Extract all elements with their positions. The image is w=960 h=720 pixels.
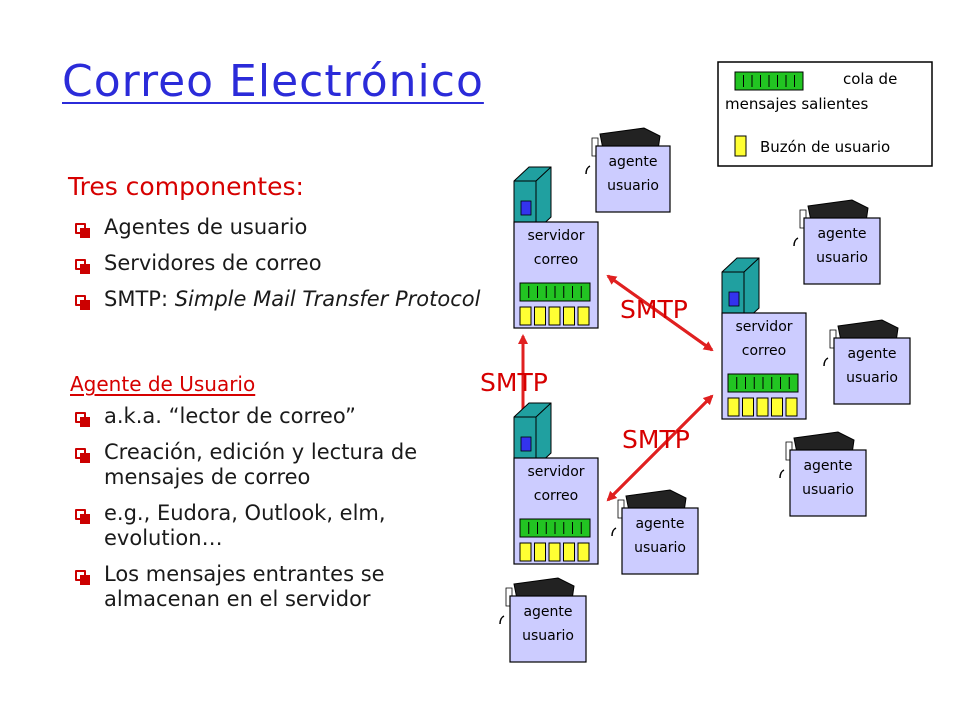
list-item: Servidores de correo — [71, 251, 481, 276]
mailbox-icon — [519, 306, 532, 326]
agent-label-2: usuario — [802, 482, 854, 498]
mailbox-icon — [771, 397, 783, 417]
list-item: e.g., Eudora, Outlook, elm, evolution… — [71, 501, 471, 551]
bullet-icon — [75, 448, 90, 463]
bullet-icon — [75, 412, 90, 427]
mailbox-icon — [734, 135, 747, 157]
list-item-text: Servidores de correo — [104, 251, 322, 275]
agent-label-2: usuario — [522, 628, 574, 644]
list-item-italic: Simple Mail Transfer Protocol — [174, 287, 481, 311]
mailbox-icon — [519, 542, 532, 562]
user-agent-right-2: agente usuario — [823, 319, 911, 405]
mail-server-right: servidor correo — [721, 257, 807, 420]
user-agent-right-3: agente usuario — [779, 431, 867, 517]
list-item: Los mensajes entrantes se almacenan en e… — [71, 562, 471, 612]
list-item-text: e.g., Eudora, Outlook, elm, evolution… — [104, 501, 386, 550]
mailbox-icon — [727, 397, 740, 417]
mail-server-bottom: servidor correo — [513, 402, 599, 565]
bullet-icon — [75, 295, 90, 310]
agent-label-2: usuario — [816, 250, 868, 266]
mailbox-icon — [785, 397, 798, 417]
smtp-arrow — [606, 394, 714, 502]
list-item-text: Los mensajes entrantes se almacenan en e… — [104, 562, 385, 611]
mailbox-icon — [534, 306, 546, 326]
list-item-text: Creación, edición y lectura de mensajes … — [104, 440, 418, 489]
page-title: Correo Electrónico — [62, 56, 484, 107]
bullet-icon — [75, 509, 90, 524]
mailbox-icon — [577, 542, 590, 562]
list-item: Agentes de usuario — [71, 215, 481, 240]
components-heading: Tres componentes: — [68, 172, 304, 201]
server-label-2: correo — [742, 343, 786, 359]
user-agent-top: agente usuario — [585, 127, 671, 213]
mailbox-icon — [577, 306, 590, 326]
agent-label-2: usuario — [846, 370, 898, 386]
agent-label-1: agente — [803, 458, 852, 474]
list-item-text: Agentes de usuario — [104, 215, 308, 239]
list-item: a.k.a. “lector de correo” — [71, 404, 471, 429]
legend-queue-label-1: cola de — [843, 70, 897, 88]
server-label-2: correo — [534, 252, 578, 268]
user-agent-right-1: agente usuario — [793, 199, 881, 285]
agent-points-list: a.k.a. “lector de correo” Creación, edic… — [71, 404, 471, 623]
smtp-label-left: SMTP — [480, 368, 548, 397]
smtp-arrow — [606, 274, 713, 352]
agent-label-1: agente — [817, 226, 866, 242]
legend: cola de mensajes salientes Buzón de usua… — [717, 61, 933, 167]
smtp-label-bottom: SMTP — [622, 425, 690, 454]
server-label-1: servidor — [527, 464, 584, 480]
legend-mailbox-label: Buzón de usuario — [760, 138, 890, 156]
mailbox-icon — [563, 306, 575, 326]
mail-server-top: servidor correo — [513, 166, 599, 329]
agent-label-2: usuario — [607, 178, 659, 194]
list-item-prefix: SMTP: — [104, 287, 175, 311]
list-item-text: a.k.a. “lector de correo” — [104, 404, 356, 428]
agent-label-1: agente — [635, 516, 684, 532]
bullet-icon — [75, 259, 90, 274]
list-item: Creación, edición y lectura de mensajes … — [71, 440, 471, 490]
outgoing-queue-icon — [734, 71, 804, 91]
server-label-1: servidor — [527, 228, 584, 244]
mailbox-icon — [534, 542, 546, 562]
mailbox-icon — [548, 542, 561, 562]
agent-label-2: usuario — [634, 540, 686, 556]
mailbox-icon — [548, 306, 561, 326]
server-label-2: correo — [534, 488, 578, 504]
mailbox-icon — [756, 397, 769, 417]
mailbox-icon — [563, 542, 575, 562]
list-item: SMTP: Simple Mail Transfer Protocol — [71, 287, 481, 312]
server-label-1: servidor — [735, 319, 792, 335]
user-agent-bottom: agente usuario — [499, 577, 587, 663]
legend-queue-label-2: mensajes salientes — [725, 95, 869, 113]
mailbox-icon — [742, 397, 754, 417]
agent-label-1: agente — [523, 604, 572, 620]
smtp-label-top: SMTP — [620, 295, 688, 324]
bullet-icon — [75, 223, 90, 238]
user-agent-bottom-right: agente usuario — [611, 489, 699, 575]
agent-heading: Agente de Usuario — [70, 372, 256, 396]
components-list: Agentes de usuario Servidores de correo … — [71, 215, 481, 323]
bullet-icon — [75, 570, 90, 585]
agent-label-1: agente — [608, 154, 657, 170]
agent-label-1: agente — [847, 346, 896, 362]
